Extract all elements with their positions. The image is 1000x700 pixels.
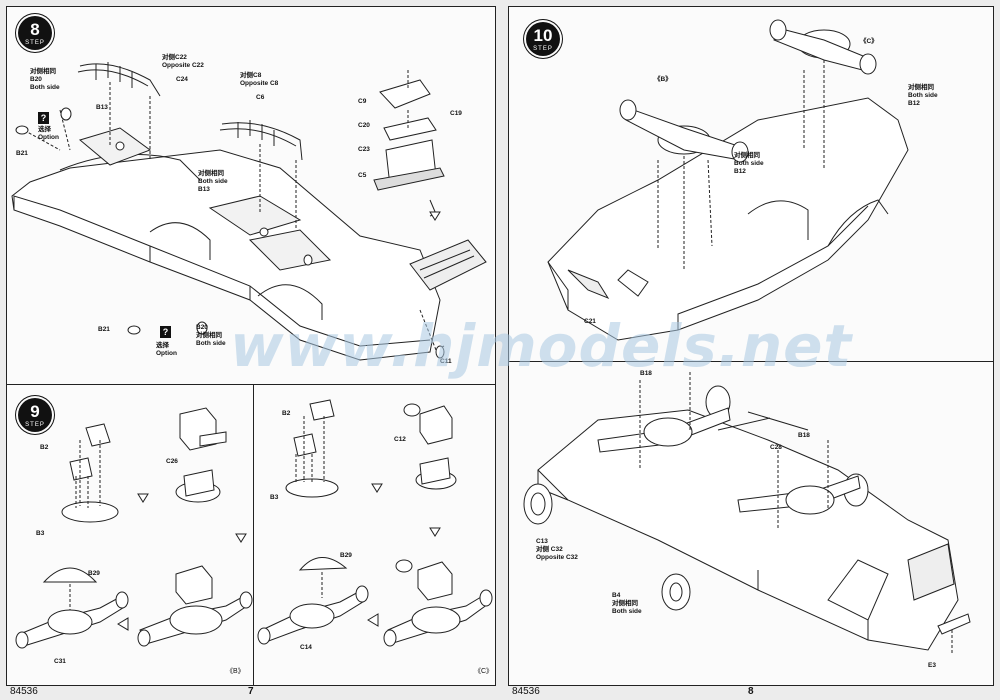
label-b3-b: B3 [36,530,45,537]
axle-assembly-drawings [15,399,493,649]
left-page-divider [6,384,496,385]
step-9-badge: 9 STEP [18,398,52,432]
label-b-top: 《B》 [654,76,672,83]
label-c14: C14 [300,644,312,651]
watermark: www.hjmodels.net [230,312,853,380]
assembly-tag-b: 《B》 [226,668,245,675]
label-c19: C19 [450,110,462,117]
right-page-divider [508,361,994,362]
label-b29-b: B29 [88,570,100,577]
label-b21-top: B21 [16,150,28,157]
label-b2-c: B2 [282,410,291,417]
product-number-right: 84536 [512,686,540,697]
label-c11: C11 [440,358,452,365]
label-c23: C23 [358,146,370,153]
label-b29-c: B29 [340,552,352,559]
option-question-icon: ? [38,112,49,124]
label-e3: E3 [928,662,936,669]
product-number-left: 84536 [10,686,38,697]
label-b3-c: B3 [270,494,279,501]
label-b21-bottom: B21 [98,326,110,333]
label-c9: C9 [358,98,367,105]
label-c5: C5 [358,172,367,179]
assembly-tag-c: 《C》 [474,668,494,675]
label-c24: C24 [176,76,188,83]
hull-rear-drawing [11,62,487,361]
label-c-top: 《C》 [860,38,878,45]
step-10-badge: 10 STEP [526,22,560,56]
label-c6: C6 [256,94,265,101]
label-b18-b: B18 [798,432,810,439]
option-question-icon: ? [160,326,171,338]
label-b18-a: B18 [640,370,652,377]
label-c26: C26 [166,458,178,465]
step-8-badge: 8 STEP [18,16,52,50]
label-c20: C20 [358,122,370,129]
label-c21: C21 [584,318,596,325]
hull-chassis-drawing [523,19,971,654]
label-b2-b: B2 [40,444,49,451]
label-c31: C31 [54,658,66,665]
label-c12: C12 [394,436,406,443]
left-sub-divider [253,385,254,685]
label-c28: C28 [770,444,782,451]
page-number-right: 8 [748,686,754,697]
label-b13-top: B13 [96,104,108,111]
page-number-left: 7 [248,686,254,697]
